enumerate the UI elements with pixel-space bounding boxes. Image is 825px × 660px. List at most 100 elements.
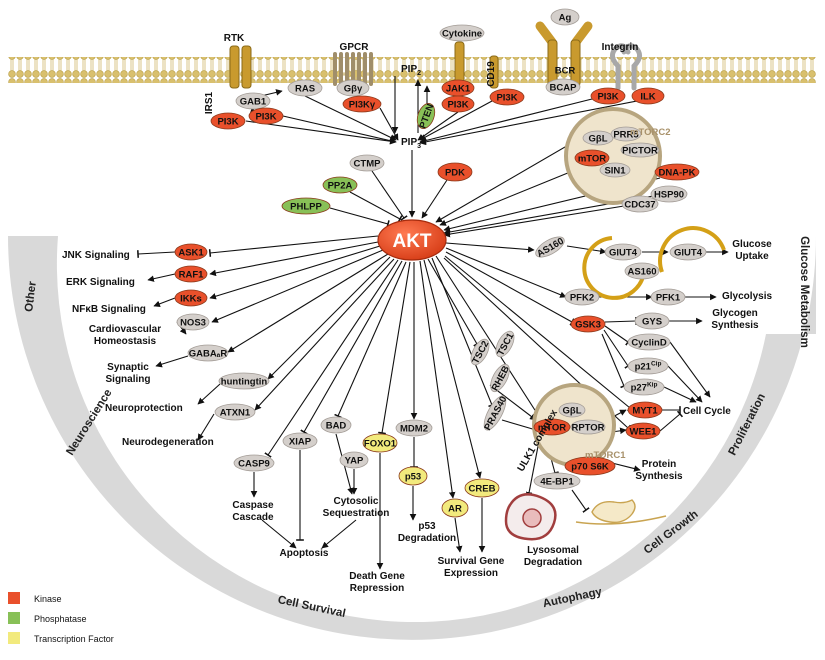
gabaar-label: GABAₐR <box>189 349 228 360</box>
activation-edge-0 <box>245 120 397 145</box>
as160a-shape <box>535 236 565 258</box>
nos3-label: NOS3 <box>180 318 206 329</box>
glucose-uptake-label-2: Uptake <box>735 251 769 262</box>
cardio-label-2: Homeostasis <box>94 336 157 347</box>
neuroprotection-label: Neuroprotection <box>105 403 183 414</box>
inhibition-edge-41 <box>378 261 411 435</box>
activation-edge-33 <box>267 256 391 380</box>
activation-edge-83 <box>663 386 697 403</box>
ar-shape <box>441 498 469 518</box>
mdm2-node: MDM2 <box>395 419 433 437</box>
glycogen-label-1: Glycogen <box>712 308 758 319</box>
pi3k-int-node: PI3K <box>590 87 626 105</box>
inhibition-edge-39 <box>300 260 403 435</box>
myt1-node: MYT1 <box>627 401 663 419</box>
labels: RTK GPCR Integrin IRS1 CD19 PIP2 PIP3 mT… <box>62 33 772 594</box>
hsp90-node: HSP90 <box>650 185 688 203</box>
glut4-vesicle-right <box>658 226 726 273</box>
lysosomal-label-1: Lysosomal <box>527 545 579 556</box>
activation-edge-36 <box>197 383 221 405</box>
pfk1-label: PFK1 <box>656 293 681 304</box>
raf1-node: RAF1 <box>174 265 208 283</box>
ag-label: Ag <box>559 13 572 24</box>
rheb-node: RHEB <box>490 363 512 393</box>
cell-membrane <box>8 57 816 83</box>
mtor1-shape <box>533 418 571 436</box>
synaptic-label-2: Signaling <box>106 374 151 385</box>
apoptosis-label: Apoptosis <box>280 548 329 559</box>
ebp1-node: 4E-BP1 <box>533 472 581 490</box>
phlpp-label: PHLPP <box>290 202 322 213</box>
cdc37-shape <box>621 195 659 213</box>
gab1-label: GAB1 <box>240 97 267 108</box>
inhibition-edge-28 <box>137 250 176 258</box>
p70s6k-shape <box>564 456 616 476</box>
xiap-shape <box>282 432 318 450</box>
glut4a-label: GlUT4 <box>609 248 638 259</box>
legend-label-phosphatase: Phosphatase <box>34 614 87 624</box>
activation-edge-47 <box>435 255 541 419</box>
inhibition-edge-45 <box>427 258 481 347</box>
activation-edge-3 <box>379 107 399 141</box>
rptor-shape <box>570 419 606 435</box>
pi3k-bcr-label: PI3K <box>496 93 517 104</box>
akt-node: AKT <box>377 219 447 261</box>
pi3k-int-shape <box>590 87 626 105</box>
pip2-label: PIP2 <box>401 64 421 77</box>
pfk2-shape <box>564 288 600 306</box>
glycolysis-label: Glycolysis <box>722 291 772 302</box>
tsc2-node: TSC2 <box>470 338 491 366</box>
inhibition-edge-77 <box>604 325 631 346</box>
category-glucose-metabolism: Glucose Metabolism <box>798 236 810 348</box>
p53-label: p53 <box>405 472 421 483</box>
cyclind-label: CyclinD <box>631 338 667 349</box>
pp2a-shape <box>322 176 358 194</box>
survival-gene-label-2: Expression <box>444 568 498 579</box>
inhibition-edge-40 <box>334 261 407 419</box>
ask1-shape <box>174 243 208 261</box>
cdc37-label: CDC37 <box>624 200 655 211</box>
huntingtin-node: huntingtin <box>218 372 270 390</box>
integrin-receptor <box>610 43 642 91</box>
tsc1-node: TSC1 <box>495 331 516 358</box>
cyclind-node: CyclinD <box>627 333 671 351</box>
sin1-label: SIN1 <box>604 166 626 177</box>
inhibition-edge-38 <box>264 259 399 458</box>
atxn1-shape <box>214 403 256 421</box>
foxo1-shape <box>362 433 398 453</box>
dnapk-shape <box>654 163 700 181</box>
activation-edge-29 <box>147 273 176 282</box>
pp2a-node: PP2A <box>322 176 358 194</box>
cell-cycle-label: Cell Cycle <box>683 406 731 417</box>
bcr-label: BCR <box>555 66 576 77</box>
huntingtin-shape <box>218 372 270 390</box>
rheb-shape <box>490 363 510 393</box>
wee1-shape <box>625 422 661 440</box>
nos3-node: NOS3 <box>176 313 210 331</box>
prr5-label: PRR5 <box>613 130 639 141</box>
cytokine-node: Cytokine <box>439 24 485 42</box>
inhibition-edge-46 <box>431 257 496 408</box>
ar-label: AR <box>448 504 462 515</box>
protein-synthesis-label-1: Protein <box>642 459 676 470</box>
gsk3-node: GSK3 <box>570 315 606 333</box>
pip3-label: PIP3 <box>401 137 421 150</box>
inhibition-edge-68 <box>445 251 575 326</box>
lysosome-icon <box>504 493 557 541</box>
death-gene-label-1: Death Gene <box>349 571 405 582</box>
mdm2-shape <box>395 419 433 437</box>
mtor2-label: mTOR <box>578 154 606 165</box>
as160b-label: AS160 <box>627 267 656 278</box>
activation-edge-37 <box>197 413 215 441</box>
pi3k-bcr-node: PI3K <box>489 88 525 106</box>
activation-edge-7 <box>419 100 638 146</box>
activation-edge-32 <box>227 253 389 353</box>
prr5-node: PRR5 <box>610 126 642 142</box>
activation-edge-1 <box>282 115 397 144</box>
wee1-label: WEE1 <box>630 427 658 438</box>
pictor-shape <box>620 142 660 158</box>
activation-edge-44 <box>423 259 482 479</box>
sin1-shape <box>599 162 631 178</box>
yap-node: YAP <box>339 451 369 469</box>
dnapk-node: DNA-PK <box>654 163 700 181</box>
